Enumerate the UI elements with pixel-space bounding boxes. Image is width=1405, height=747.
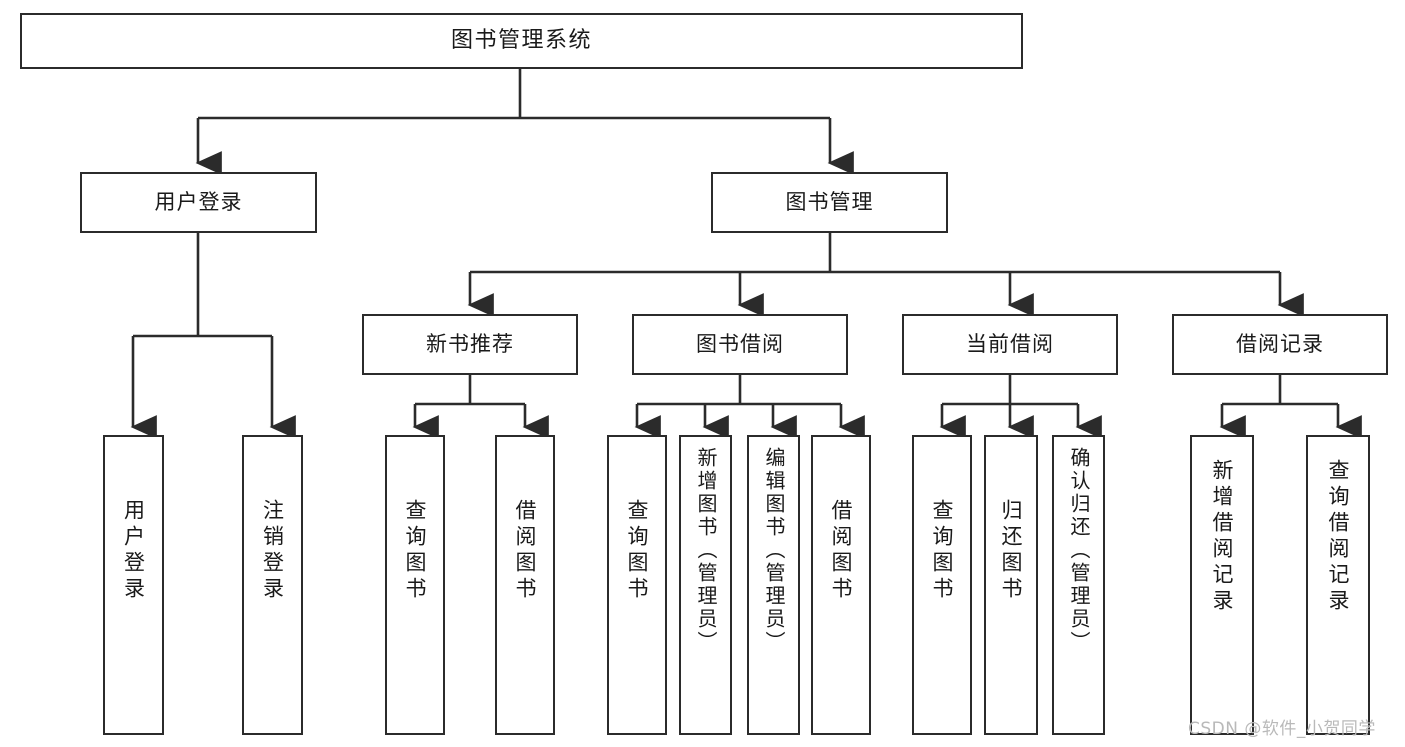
node-borrowing-record[interactable]: 借阅记录	[1172, 314, 1388, 375]
node-label: 当前借阅	[966, 332, 1054, 357]
node-leaf-nbr-query-books[interactable]: 查询图书	[385, 435, 445, 735]
node-new-book-recommendation[interactable]: 新书推荐	[362, 314, 578, 375]
node-current-borrowing[interactable]: 当前借阅	[902, 314, 1118, 375]
node-label: 借阅记录	[1236, 332, 1324, 357]
node-leaf-bb-query-books[interactable]: 查询图书	[607, 435, 667, 735]
node-label: 用户登录	[154, 190, 243, 215]
node-leaf-cb-return-books[interactable]: 归还图书	[984, 435, 1038, 735]
node-label: 新增图书（管理员）	[694, 447, 718, 654]
node-label: 借阅图书	[513, 499, 538, 603]
node-label: 注销登录	[260, 499, 285, 603]
node-book-borrowing[interactable]: 图书借阅	[632, 314, 848, 375]
node-label: 查询图书	[930, 499, 955, 603]
node-label: 查询图书	[403, 499, 428, 603]
node-leaf-bb-edit-book-admin[interactable]: 编辑图书（管理员）	[747, 435, 800, 735]
node-leaf-user-logout[interactable]: 注销登录	[242, 435, 303, 735]
node-label: 图书借阅	[696, 332, 784, 357]
node-label: 查询借阅记录	[1326, 459, 1351, 615]
node-leaf-br-add-record[interactable]: 新增借阅记录	[1190, 435, 1254, 735]
node-label: 查询图书	[625, 499, 650, 603]
watermark-text: CSDN @软件_小贺同学	[1188, 719, 1376, 739]
node-leaf-cb-confirm-return-admin[interactable]: 确认归还（管理员）	[1052, 435, 1105, 735]
node-label: 归还图书	[999, 499, 1024, 603]
node-leaf-bb-borrow-books[interactable]: 借阅图书	[811, 435, 871, 735]
node-label: 新书推荐	[426, 332, 514, 357]
node-user-login[interactable]: 用户登录	[80, 172, 317, 233]
node-root-book-management-system[interactable]: 图书管理系统	[20, 13, 1023, 69]
node-label: 确认归还（管理员）	[1067, 447, 1091, 654]
node-label: 借阅图书	[829, 499, 854, 603]
node-leaf-nbr-borrow-books[interactable]: 借阅图书	[495, 435, 555, 735]
node-leaf-bb-add-book-admin[interactable]: 新增图书（管理员）	[679, 435, 732, 735]
node-label: 编辑图书（管理员）	[762, 447, 786, 654]
node-book-management[interactable]: 图书管理	[711, 172, 948, 233]
node-label: 图书管理系统	[450, 28, 592, 54]
node-leaf-user-login[interactable]: 用户登录	[103, 435, 164, 735]
node-label: 图书管理	[785, 190, 874, 215]
node-label: 用户登录	[121, 499, 146, 603]
node-leaf-cb-query-books[interactable]: 查询图书	[912, 435, 972, 735]
node-leaf-br-query-record[interactable]: 查询借阅记录	[1306, 435, 1370, 735]
node-label: 新增借阅记录	[1210, 459, 1235, 615]
